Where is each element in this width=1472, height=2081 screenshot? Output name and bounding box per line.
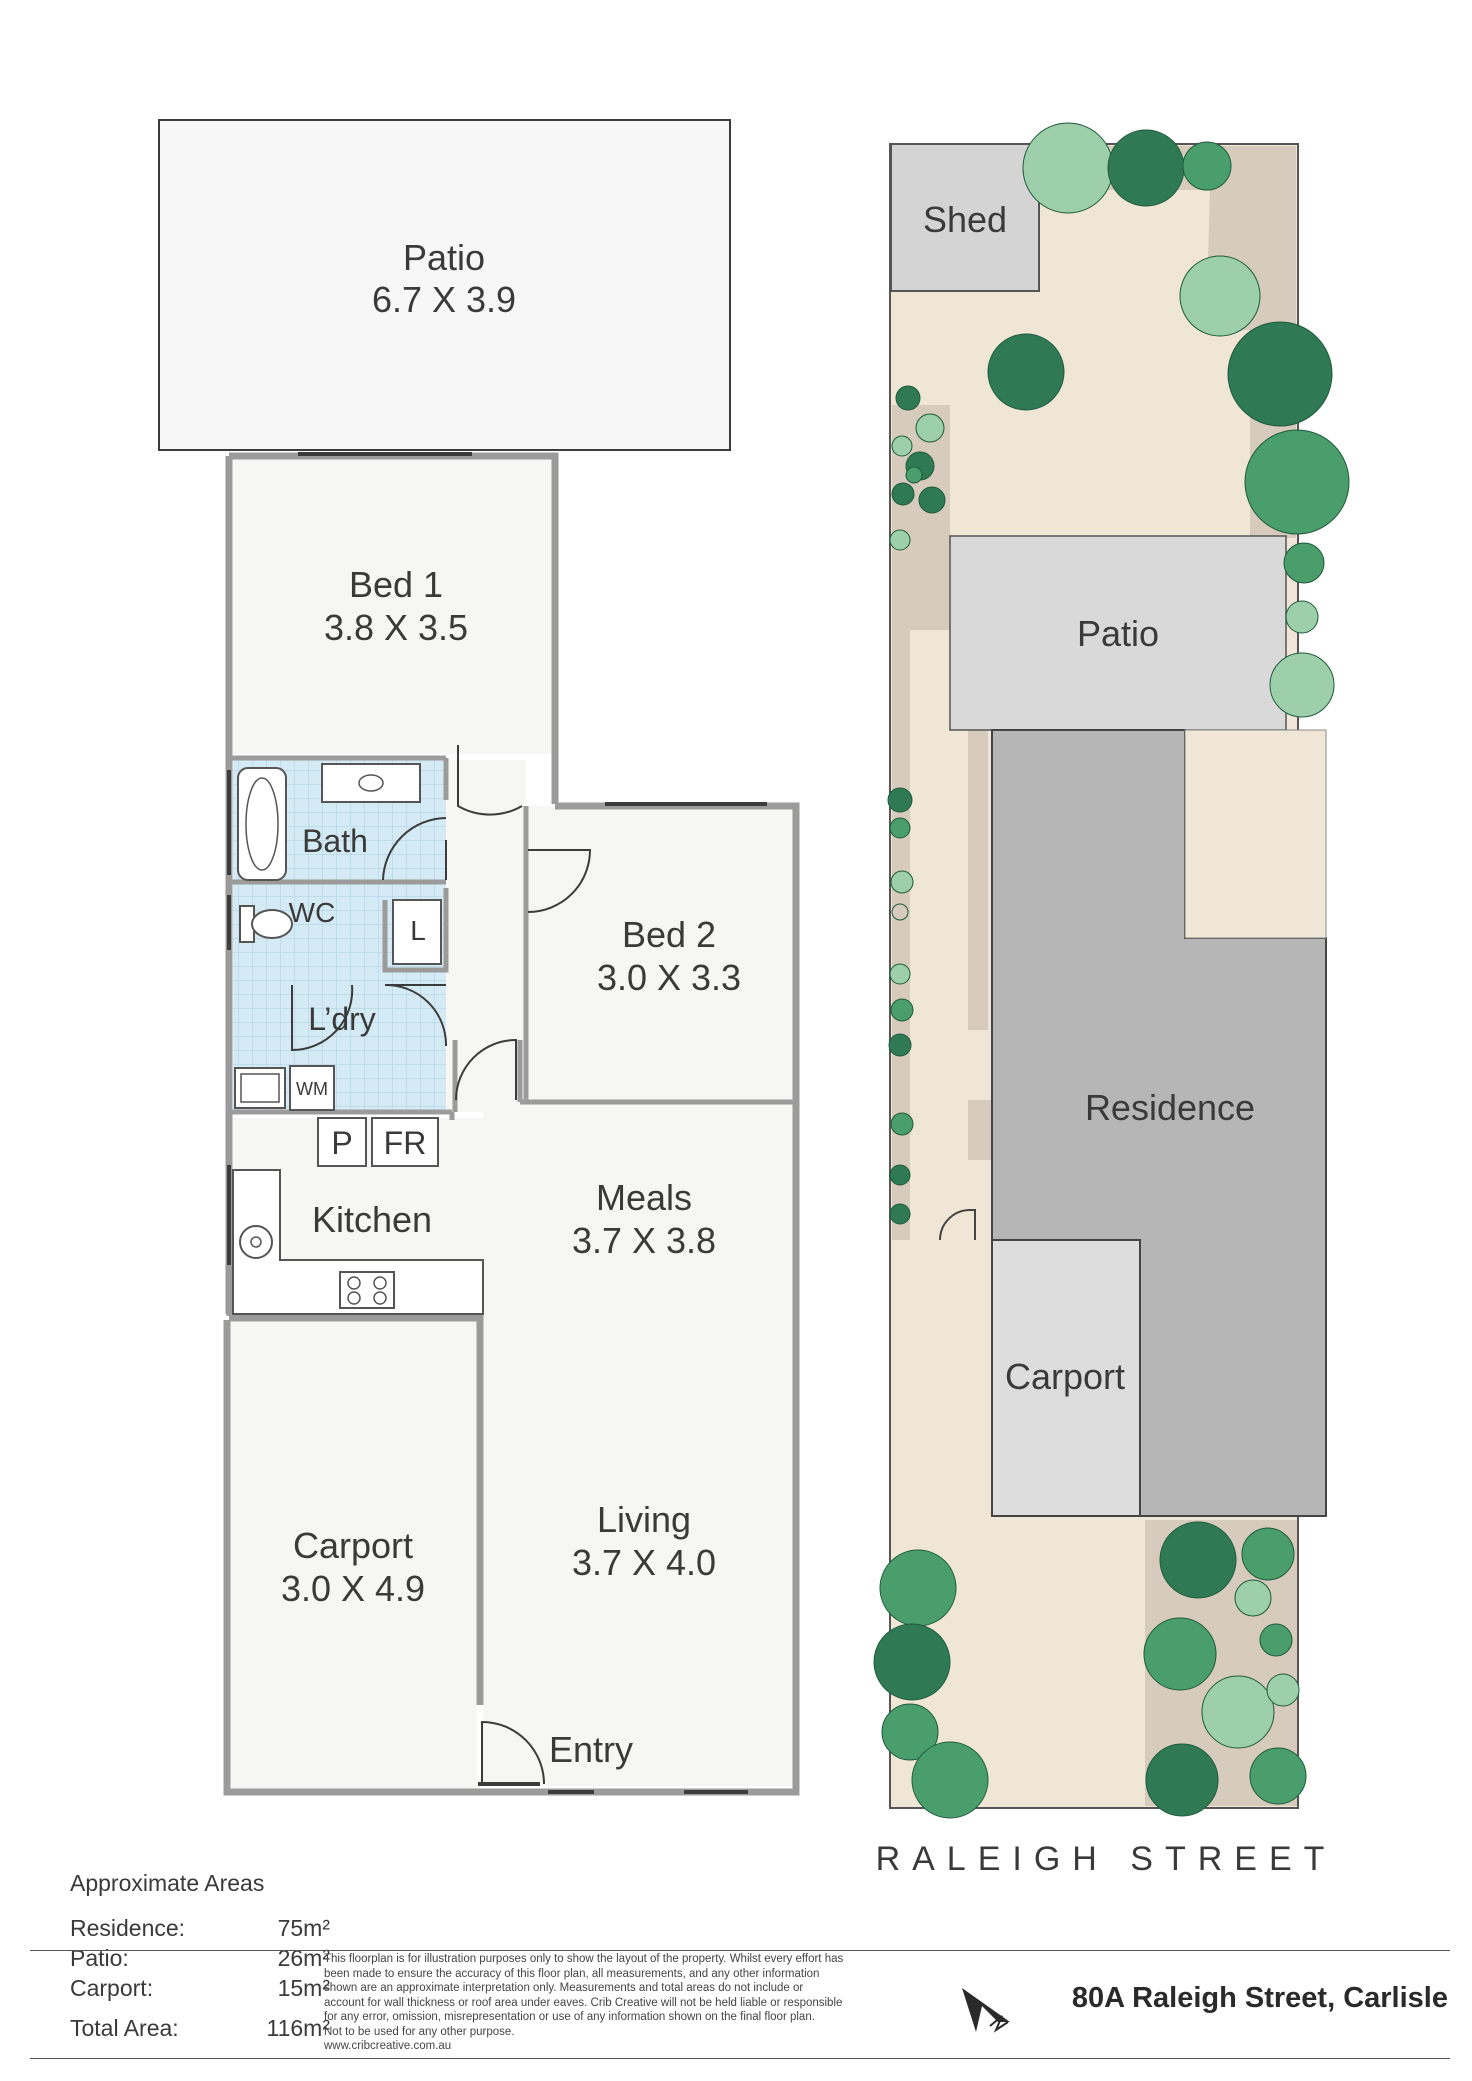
linen-cupboard [392,899,442,965]
step [968,1100,992,1160]
area-row-residence: Residence: 75m² [70,1913,330,1943]
area-label: Carport: [70,1975,154,2001]
lawn-rear [892,190,1250,536]
washing-machine [289,1065,335,1111]
floor-plan: Patio 6.7 X 3.9 Bed 1 3.8 X 3.5 Bath WC … [158,119,800,1796]
living-label: Living [597,1499,691,1540]
residence-label: Residence [1085,1087,1255,1128]
areas-legend: Approximate Areas Residence: 75m² Patio:… [70,1870,330,2043]
site-carport-label: Carport [1005,1356,1125,1397]
site-patio-label: Patio [1077,613,1159,654]
area-row-carport: Carport: 15m² [70,1973,330,2003]
disclaimer-text: This floorplan is for illustration purpo… [324,1952,924,2054]
street-name: RALEIGH STREET [876,1840,1337,1878]
shed-label: Shed [923,199,1007,240]
carport-floor [227,1320,477,1792]
disclaimer-line: Not to be used for any other purpose. [324,2025,515,2038]
area-row-total: Total Area: 116m² [70,2013,330,2043]
bed1-dims: 3.8 X 3.5 [324,607,468,648]
living-dims: 3.7 X 4.0 [572,1542,716,1583]
meals-dims: 3.7 X 3.8 [572,1220,716,1261]
bathtub [237,767,287,881]
linen-label: L [410,915,426,946]
area-label: Patio: [70,1945,129,1971]
footer-rule-top [30,1950,1450,1951]
property-address: 80A Raleigh Street, Carlisle [1071,1982,1448,2014]
site-carport [991,1239,1141,1517]
trees [873,122,1350,1819]
area-value: 15m² [277,1975,330,2001]
pantry-label: P [331,1125,352,1161]
hallway-floor [446,760,526,1112]
pantry-cupboard [317,1117,367,1167]
fridge-label: FR [384,1125,427,1161]
bath-label: Bath [302,823,368,859]
kitchen-label: Kitchen [312,1199,432,1240]
patio-dims: 6.7 X 3.9 [372,279,516,320]
area-value: 116m² [266,2015,331,2041]
area-value: 26m² [277,1945,330,1971]
area-label: Residence: [70,1915,186,1941]
site-patio [949,535,1287,731]
patio-area [158,119,731,451]
entry-label: Entry [549,1729,633,1770]
fridge-space [371,1117,439,1167]
bed1-label: Bed 1 [349,564,443,605]
bed1-floor [233,456,555,754]
carport-label: Carport [293,1525,413,1566]
cooktop [339,1271,395,1309]
bed2-dims: 3.0 X 3.3 [597,957,741,998]
meals-living-floor [483,1102,796,1786]
disclaimer-line: for any error, omission, misrepresentati… [324,2011,815,2023]
meals-label: Meals [596,1177,692,1218]
north-arrow-icon [962,1988,1010,2033]
area-value: 75m² [277,1915,330,1941]
disclaimer-line: account for wall thickness or roof area … [324,1996,843,2009]
bed2-label: Bed 2 [622,914,716,955]
disclaimer-line: been made to ensure the accuracy of this… [324,1967,820,1980]
kitchen-bench [232,1169,484,1315]
disclaimer-line: This floorplan is for illustration purpo… [324,1953,844,1965]
walkway [968,730,988,1030]
wm-label: WM [296,1079,328,1099]
bed2-floor [526,806,796,1102]
carport-dims: 3.0 X 4.9 [281,1568,425,1609]
side-lawn [910,630,968,1245]
shed-building [890,143,1040,292]
areas-title: Approximate Areas [70,1870,265,1896]
area-row-patio: Patio: 26m² [70,1943,330,1973]
disclaimer-link[interactable]: www.cribcreative.com.au [324,2040,452,2052]
site-plan: Shed Patio Residence Carport [873,122,1350,1878]
laundry-label: L’dry [308,1001,376,1037]
area-label: Total Area: [70,2015,179,2041]
vanity [321,763,421,803]
patio-label: Patio [403,237,485,278]
wc-label: WC [289,897,336,928]
footer-rule-bottom [30,2058,1450,2059]
disclaimer-line: shown are an approximate interpretation … [324,1982,804,1994]
